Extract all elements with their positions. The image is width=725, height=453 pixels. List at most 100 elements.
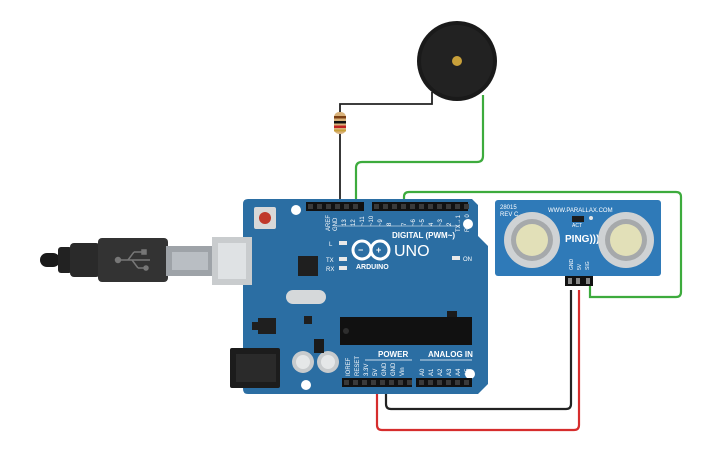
header-socket[interactable] bbox=[344, 204, 349, 209]
header-socket[interactable] bbox=[464, 380, 469, 385]
header-socket[interactable] bbox=[446, 380, 451, 385]
pin-label-a2: A2 bbox=[438, 368, 444, 376]
header-socket[interactable] bbox=[353, 380, 358, 385]
pin-label-gnd1: GND bbox=[382, 362, 388, 376]
header-socket[interactable] bbox=[371, 380, 376, 385]
header-socket[interactable] bbox=[437, 204, 442, 209]
pin-label-gnd: GND bbox=[333, 217, 339, 231]
pin-label-13: 13 bbox=[342, 219, 348, 226]
svg-text:TX: TX bbox=[326, 258, 334, 264]
sensor-pin-label-sig: SIG bbox=[585, 261, 591, 270]
pin-label-4: 4 bbox=[429, 222, 435, 226]
pin-label-7: 7 bbox=[402, 222, 408, 226]
digital-header[interactable] bbox=[306, 202, 469, 211]
power-pin-sockets bbox=[344, 380, 469, 385]
pin-label-5: ~5 bbox=[420, 218, 426, 226]
resistor[interactable] bbox=[334, 112, 346, 134]
sensor-pin-header[interactable] bbox=[565, 276, 593, 286]
header-socket[interactable] bbox=[419, 380, 424, 385]
header-socket[interactable] bbox=[389, 380, 394, 385]
wire-gnd-to-sensor-gnd[interactable] bbox=[384, 290, 573, 411]
buzzer-center bbox=[452, 56, 462, 66]
pin-label-a5: A5 bbox=[465, 368, 471, 376]
header-socket[interactable] bbox=[374, 204, 379, 209]
pin-label-9: ~9 bbox=[378, 218, 384, 226]
sensor-revision: REV C bbox=[500, 212, 519, 218]
logo-plus: + bbox=[376, 245, 381, 255]
header-socket[interactable] bbox=[401, 204, 406, 209]
header-socket[interactable] bbox=[326, 204, 331, 209]
pin-label-6: ~6 bbox=[411, 218, 417, 226]
sensor-part-number: 28015 bbox=[500, 205, 517, 211]
header-socket[interactable] bbox=[455, 204, 460, 209]
header-socket[interactable] bbox=[335, 204, 340, 209]
arduino-logo bbox=[351, 239, 391, 261]
usb-icon bbox=[114, 249, 150, 271]
pin-label-5v: 5V bbox=[373, 369, 379, 376]
svg-text:ON: ON bbox=[463, 257, 472, 263]
ping-ultrasonic-sensor[interactable]: 28015 REV C WWW.PARALLAX.COM ACT PING)))… bbox=[495, 200, 661, 286]
header-socket[interactable] bbox=[437, 380, 442, 385]
header-socket[interactable] bbox=[428, 204, 433, 209]
led-tx: TX bbox=[326, 257, 347, 264]
header-socket[interactable] bbox=[392, 204, 397, 209]
pin-label-2: 2 bbox=[447, 222, 453, 226]
led-on: ON bbox=[452, 256, 472, 263]
wire-buzzer-to-resistor[interactable] bbox=[339, 92, 433, 112]
header-socket[interactable] bbox=[410, 204, 415, 209]
pin-label-a4: A4 bbox=[456, 368, 462, 376]
pin-label-aref: AREF bbox=[326, 215, 332, 231]
header-socket[interactable] bbox=[353, 204, 358, 209]
led-rx: RX bbox=[326, 266, 347, 273]
power-pin-labels: IOREF RESET 3.3V 5V GND GND Vin A0 A1 A2… bbox=[346, 356, 471, 376]
digital-label: DIGITAL (PWM~) bbox=[392, 231, 455, 240]
analog-label: ANALOG IN bbox=[428, 350, 473, 359]
pin-label-0: RX←0 bbox=[465, 214, 471, 232]
header-socket[interactable] bbox=[407, 380, 412, 385]
transmitter-transducer bbox=[504, 212, 560, 268]
pin-label-3: ~3 bbox=[438, 218, 444, 226]
pin-label-gnd2: GND bbox=[391, 362, 397, 376]
pin-label-a0: A0 bbox=[420, 368, 426, 376]
header-socket[interactable] bbox=[383, 204, 388, 209]
pin-label-12: 12 bbox=[351, 219, 357, 226]
voltage-regulator bbox=[258, 318, 276, 334]
board-model: UNO bbox=[394, 243, 430, 260]
digital-pin-sockets bbox=[308, 204, 469, 209]
piezo-buzzer[interactable] bbox=[417, 21, 497, 101]
wire-pin7-to-sensor-sig[interactable] bbox=[402, 190, 683, 299]
act-led bbox=[589, 216, 593, 220]
svg-text:RX: RX bbox=[326, 267, 334, 273]
header-socket[interactable] bbox=[344, 380, 349, 385]
header-socket[interactable] bbox=[362, 380, 367, 385]
header-socket[interactable] bbox=[464, 204, 469, 209]
sensor-url: WWW.PARALLAX.COM bbox=[548, 208, 613, 214]
receiver-transducer bbox=[598, 212, 654, 268]
wire-buzzer-to-pin12[interactable] bbox=[354, 95, 485, 207]
wire-5v-to-sensor-5v[interactable] bbox=[375, 290, 581, 432]
header-socket[interactable] bbox=[308, 204, 313, 209]
header-socket[interactable] bbox=[398, 380, 403, 385]
power-analog-header[interactable] bbox=[342, 378, 472, 387]
svg-text:L: L bbox=[329, 242, 333, 248]
pin-label-1: TX→1 bbox=[456, 214, 462, 232]
digital-pin-labels: AREF GND 13 12 ~11 ~10 ~9 8 7 ~6 ~5 4 ~3… bbox=[326, 214, 471, 232]
header-socket[interactable] bbox=[446, 204, 451, 209]
pin-label-11: ~11 bbox=[360, 216, 366, 226]
sensor-brand: PING))) bbox=[565, 234, 599, 245]
usb-chip bbox=[298, 256, 318, 276]
act-label: ACT bbox=[572, 223, 582, 229]
reset-button[interactable] bbox=[254, 207, 276, 229]
header-socket[interactable] bbox=[455, 380, 460, 385]
header-socket[interactable] bbox=[419, 204, 424, 209]
atmega-chip bbox=[340, 317, 472, 345]
header-socket[interactable] bbox=[317, 204, 322, 209]
arduino-uno-board[interactable]: − + UNO ARDUINO L TX RX ON AREF GND bbox=[212, 199, 488, 394]
header-socket[interactable] bbox=[428, 380, 433, 385]
sensor-pin-label-5v: 5V bbox=[577, 263, 583, 270]
pin-label-8: 8 bbox=[387, 222, 393, 226]
header-socket[interactable] bbox=[380, 380, 385, 385]
pin-label-vin: Vin bbox=[400, 367, 406, 376]
